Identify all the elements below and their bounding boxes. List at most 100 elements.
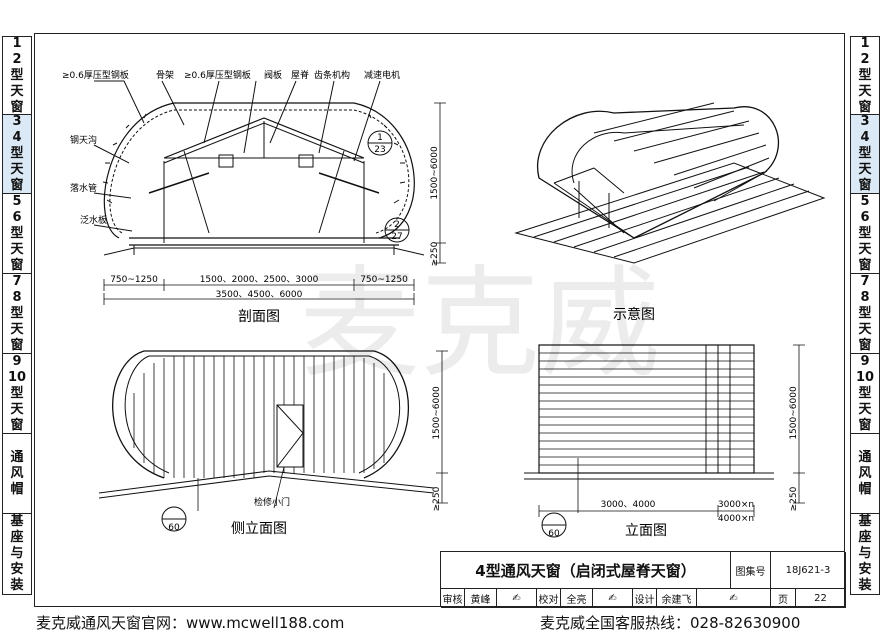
nav-tab-7[interactable]: 基座与安装 bbox=[851, 514, 879, 594]
nav-tab-text: 通 bbox=[858, 449, 872, 465]
nav-tab-text: 9 bbox=[860, 353, 870, 369]
nav-tab-text: 天 bbox=[858, 162, 872, 177]
nav-tab-text: 窗 bbox=[10, 99, 24, 115]
nav-tab-text: 型 bbox=[858, 225, 872, 241]
nav-tab-text: 窗 bbox=[10, 178, 24, 193]
nav-tab-text: 4 bbox=[860, 130, 870, 145]
title-block: 4型通风天窗（启闭式屋脊天窗） 图集号 18J621-3 审核 黄峰 ✍ 校对 … bbox=[440, 551, 846, 608]
review-label: 审核 bbox=[441, 589, 465, 608]
section-ref-2: 2 27 bbox=[384, 217, 410, 243]
nav-tab-text: 1 bbox=[12, 35, 22, 51]
section-ref-1: 1 23 bbox=[367, 130, 393, 156]
dim-middle: 1500、2000、2500、3000 bbox=[200, 275, 319, 285]
atlas-number: 18J621-3 bbox=[771, 552, 846, 589]
label-motor: 减速电机 bbox=[364, 69, 400, 81]
svg-text:27: 27 bbox=[391, 232, 402, 242]
dim-front-module2: 4000×n bbox=[718, 514, 754, 524]
nav-tab-text: 6 bbox=[860, 209, 870, 225]
dim-front-module: 3000×n bbox=[718, 500, 754, 510]
dim-side-base: ≥250 bbox=[432, 486, 442, 511]
svg-text:60: 60 bbox=[548, 529, 560, 539]
drawing-title: 4型通风天窗（启闭式屋脊天窗） bbox=[441, 552, 731, 589]
nav-tab-text: 型 bbox=[858, 385, 872, 401]
iso-view bbox=[514, 102, 826, 264]
nav-tab-text: 装 bbox=[858, 578, 872, 593]
nav-tab-text: 安 bbox=[858, 562, 872, 577]
nav-tab-text: 与 bbox=[10, 546, 24, 561]
reviewer: 黄峰 bbox=[465, 589, 497, 608]
nav-tab-text: 10 bbox=[855, 369, 875, 385]
nav-tab-text: 5 bbox=[860, 193, 870, 209]
dim-section-base: ≥250 bbox=[430, 241, 440, 266]
nav-tab-text: 风 bbox=[858, 465, 872, 481]
nav-tab-6[interactable]: 通风帽 bbox=[3, 434, 31, 514]
label-gutter: 钢天沟 bbox=[70, 134, 97, 146]
label-steel-plate-left: ≥0.6厚压型钢板 bbox=[62, 69, 129, 81]
proof-label: 校对 bbox=[537, 589, 561, 608]
dim-section-height: 1500~6000 bbox=[430, 146, 440, 200]
nav-tab-text: 型 bbox=[10, 225, 24, 241]
nav-tab-text: 窗 bbox=[858, 178, 872, 193]
drawing-sheet: ≥0.6厚压型钢板 骨架 ≥0.6厚压型钢板 阀板 屋脊 齿条机构 减速电机 钢… bbox=[62, 69, 826, 539]
nav-tab-text: 安 bbox=[10, 562, 24, 577]
drawing-frame bbox=[34, 33, 845, 607]
nav-tab-text: 天 bbox=[10, 83, 24, 99]
nav-tab-text: 天 bbox=[10, 401, 24, 417]
nav-tab-text: 窗 bbox=[858, 99, 872, 115]
label-flashing: 泛水板 bbox=[80, 214, 107, 226]
atlas-label: 图集号 bbox=[731, 552, 771, 589]
footer-website[interactable]: 麦克威通风天窗官网：www.mcwell188.com bbox=[36, 613, 345, 632]
svg-text:1: 1 bbox=[377, 133, 383, 143]
nav-tab-text: 型 bbox=[10, 385, 24, 401]
nav-tab-text: 天 bbox=[10, 162, 24, 177]
nav-tab-text: 天 bbox=[858, 321, 872, 337]
designer-signature: ✍ bbox=[697, 589, 771, 608]
nav-tab-text: 与 bbox=[858, 546, 872, 561]
nav-tab-text: 4 bbox=[12, 130, 22, 145]
nav-tab-text: 3 bbox=[12, 114, 22, 129]
caption-section: 剖面图 bbox=[238, 309, 280, 325]
nav-tab-text: 8 bbox=[12, 289, 22, 305]
label-ridge: 屋脊 bbox=[291, 69, 309, 81]
section-view bbox=[93, 80, 425, 256]
nav-tab-text: 型 bbox=[858, 67, 872, 83]
nav-tab-text: 1 bbox=[860, 35, 870, 51]
nav-tab-text: 5 bbox=[12, 193, 22, 209]
section-dimensions bbox=[103, 102, 446, 305]
design-label: 设计 bbox=[633, 589, 657, 608]
front-elevation bbox=[524, 344, 805, 517]
nav-tab-6[interactable]: 通风帽 bbox=[851, 434, 879, 514]
nav-tab-text: 型 bbox=[10, 305, 24, 321]
label-downpipe: 落水管 bbox=[70, 182, 97, 194]
nav-tab-text: 3 bbox=[860, 114, 870, 129]
nav-tab-text: 天 bbox=[858, 241, 872, 257]
dim-side-right: 750~1250 bbox=[360, 275, 408, 285]
nav-tab-7[interactable]: 基座与安装 bbox=[3, 514, 31, 594]
label-steel-plate-right: ≥0.6厚压型钢板 bbox=[184, 69, 251, 81]
label-frame: 骨架 bbox=[156, 70, 174, 81]
nav-tab-text: 帽 bbox=[10, 481, 24, 497]
nav-tab-text: 7 bbox=[860, 273, 870, 289]
dim-side-left: 750~1250 bbox=[110, 275, 158, 285]
caption-iso: 示意图 bbox=[613, 306, 655, 323]
nav-tab-text: 9 bbox=[12, 353, 22, 369]
nav-tab-text: 窗 bbox=[858, 337, 872, 353]
label-rack: 齿条机构 bbox=[314, 69, 350, 81]
nav-tab-text: 天 bbox=[10, 321, 24, 337]
nav-tab-text: 天 bbox=[858, 83, 872, 99]
nav-tab-text: 窗 bbox=[10, 257, 24, 273]
nav-tab-text: 基 bbox=[10, 514, 24, 529]
nav-tab-text: 座 bbox=[10, 530, 24, 545]
